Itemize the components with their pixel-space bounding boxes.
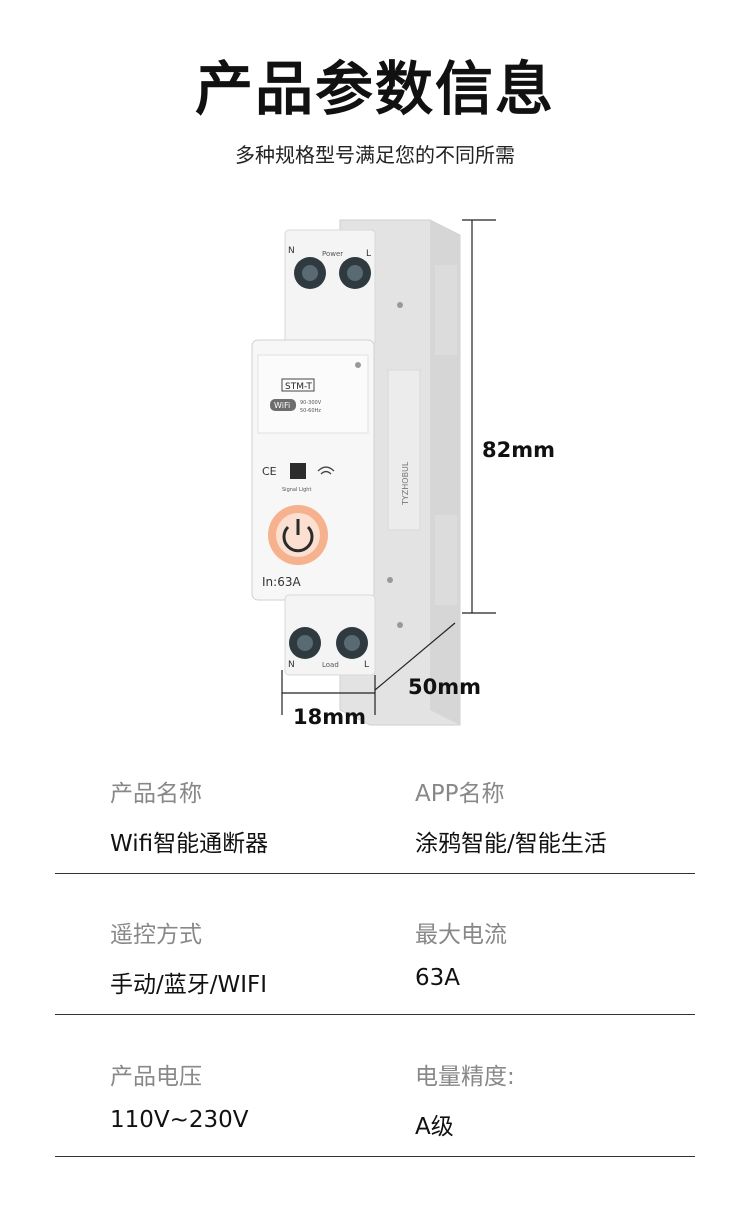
spec-value: 63A xyxy=(415,965,461,991)
model-box xyxy=(281,378,315,392)
label-panel xyxy=(257,354,369,434)
label-load: Load xyxy=(322,661,339,669)
ce-mark: CE xyxy=(262,465,277,478)
spec-product-name: 产品名称 Wifi智能通断器 xyxy=(110,766,268,858)
bottom-terminal-n-screw xyxy=(297,635,313,651)
spec-value: 110V~230V xyxy=(110,1107,249,1133)
screw-hole xyxy=(387,577,393,583)
label-rating: In:63A xyxy=(262,575,301,589)
product-illustration: N Power L STM-T WiFi 90-300V 50-60Hz CE … xyxy=(230,205,590,735)
label-bottom-l: L xyxy=(364,660,369,670)
breaker-drawing: N Power L STM-T WiFi 90-300V 50-60Hz CE … xyxy=(251,219,496,726)
side-panel xyxy=(387,369,421,531)
label-model: STM-T xyxy=(285,382,312,392)
spec-label: 产品电压 xyxy=(110,1064,202,1090)
spec-row: 遥控方式 手动/蓝牙/WIFI 最大电流 63A xyxy=(55,874,695,1015)
bottom-terminal-l-screw xyxy=(344,635,360,651)
spec-label: 电量精度: xyxy=(415,1064,515,1090)
label-top-l: L xyxy=(366,249,371,259)
spec-value: 涂鸦智能/智能生活 xyxy=(415,831,607,857)
page-title: 产品参数信息 xyxy=(194,55,555,123)
top-terminal-n-screw xyxy=(302,265,318,281)
wifi-signal-icon xyxy=(317,466,335,475)
screw-hole xyxy=(355,362,361,368)
label-wifi: WiFi xyxy=(274,401,290,410)
depth-dimension-label: 50mm xyxy=(408,675,481,699)
label-bottom-n: N xyxy=(288,660,295,670)
label-top-n: N xyxy=(288,246,295,256)
spec-value: Wifi智能通断器 xyxy=(110,831,269,857)
wifi-logo xyxy=(270,399,296,411)
screw-hole xyxy=(397,302,403,308)
page-subtitle: 多种规格型号满足您的不同所需 xyxy=(235,143,515,167)
spec-label: 最大电流 xyxy=(415,922,507,948)
height-dimension-label: 82mm xyxy=(482,438,555,462)
power-icon xyxy=(282,525,314,553)
depth-dimension-line xyxy=(374,622,456,691)
spec-label: APP名称 xyxy=(415,781,505,807)
label-signal-light: Signal Light xyxy=(282,487,311,493)
screw-hole xyxy=(397,622,403,628)
label-voltage: 90-300V xyxy=(300,400,322,406)
label-power: Power xyxy=(322,250,343,258)
spec-max-current: 最大电流 63A xyxy=(415,907,507,991)
spec-voltage: 产品电压 110V~230V xyxy=(110,1049,249,1133)
rail-notch-bottom xyxy=(435,515,457,605)
signal-light-icon xyxy=(290,463,306,479)
spec-value: A级 xyxy=(415,1114,454,1140)
spec-label: 遥控方式 xyxy=(110,922,202,948)
spec-control-mode: 遥控方式 手动/蓝牙/WIFI xyxy=(110,907,267,999)
width-dimension-label: 18mm xyxy=(293,705,366,729)
brand-logo: TYZHOBUL xyxy=(401,461,410,506)
spec-row: 产品名称 Wifi智能通断器 APP名称 涂鸦智能/智能生活 xyxy=(55,733,695,874)
spec-value: 手动/蓝牙/WIFI xyxy=(110,972,268,998)
spec-row: 产品电压 110V~230V 电量精度: A级 xyxy=(55,1016,695,1157)
spec-label: 产品名称 xyxy=(110,781,202,807)
spec-app-name: APP名称 涂鸦智能/智能生活 xyxy=(415,766,607,858)
rail-notch-top xyxy=(435,265,457,355)
label-frequency: 50-60Hz xyxy=(300,408,321,414)
top-terminal-l-screw xyxy=(347,265,363,281)
spec-accuracy: 电量精度: A级 xyxy=(415,1049,515,1141)
